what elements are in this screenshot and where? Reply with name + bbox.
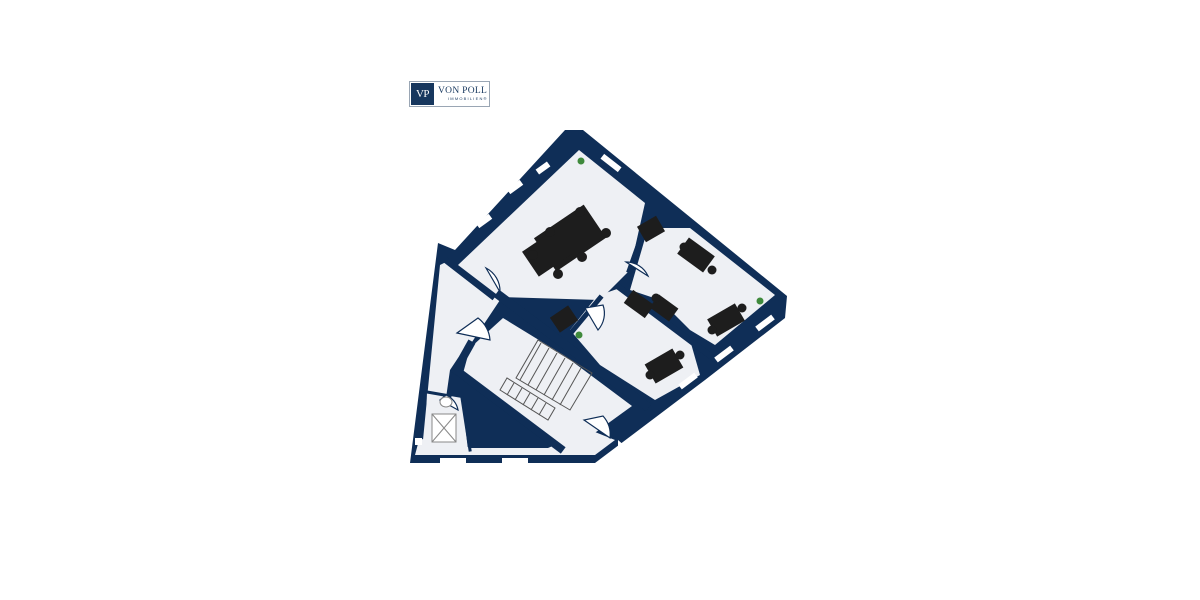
chair-icon bbox=[575, 207, 585, 217]
logo-subtitle: IMMOBILIEN® bbox=[448, 96, 488, 101]
stairs-icon bbox=[499, 339, 593, 421]
chair-icon bbox=[528, 250, 538, 260]
door-swing-icon bbox=[438, 261, 650, 440]
desk-icon bbox=[707, 303, 745, 337]
desk-group-middle bbox=[549, 289, 685, 384]
logo-name: VON POLL bbox=[438, 86, 488, 96]
chair-icon bbox=[545, 227, 555, 237]
chair-icon bbox=[577, 252, 587, 262]
chair-icon bbox=[651, 293, 661, 303]
entrance-arrow bbox=[618, 440, 626, 451]
desk-group-main bbox=[522, 204, 611, 279]
logo-mark: VP bbox=[411, 83, 434, 105]
logo-text: VON POLL IMMOBILIEN® bbox=[438, 86, 488, 102]
chair-icon bbox=[679, 242, 689, 252]
staircase-hall bbox=[462, 318, 632, 448]
elevator-marker bbox=[415, 438, 422, 445]
von-poll-logo: VP VON POLL IMMOBILIEN® bbox=[409, 81, 490, 107]
desk-icon bbox=[549, 305, 579, 333]
chair-icon bbox=[645, 370, 655, 380]
bathroom-fixtures bbox=[431, 396, 457, 443]
desk-group-right bbox=[636, 215, 747, 337]
chair-icon bbox=[601, 228, 611, 238]
windows bbox=[440, 153, 775, 464]
chair-icon bbox=[675, 350, 685, 360]
desk-icon bbox=[623, 289, 655, 319]
chair-icon bbox=[707, 325, 717, 335]
desk-icon bbox=[636, 215, 666, 243]
plant-icon bbox=[575, 157, 764, 339]
chair-icon bbox=[737, 303, 747, 313]
office-room-large bbox=[458, 150, 645, 300]
desk-icon bbox=[522, 229, 572, 277]
chair-icon bbox=[707, 265, 717, 275]
chair-icon bbox=[553, 269, 563, 279]
